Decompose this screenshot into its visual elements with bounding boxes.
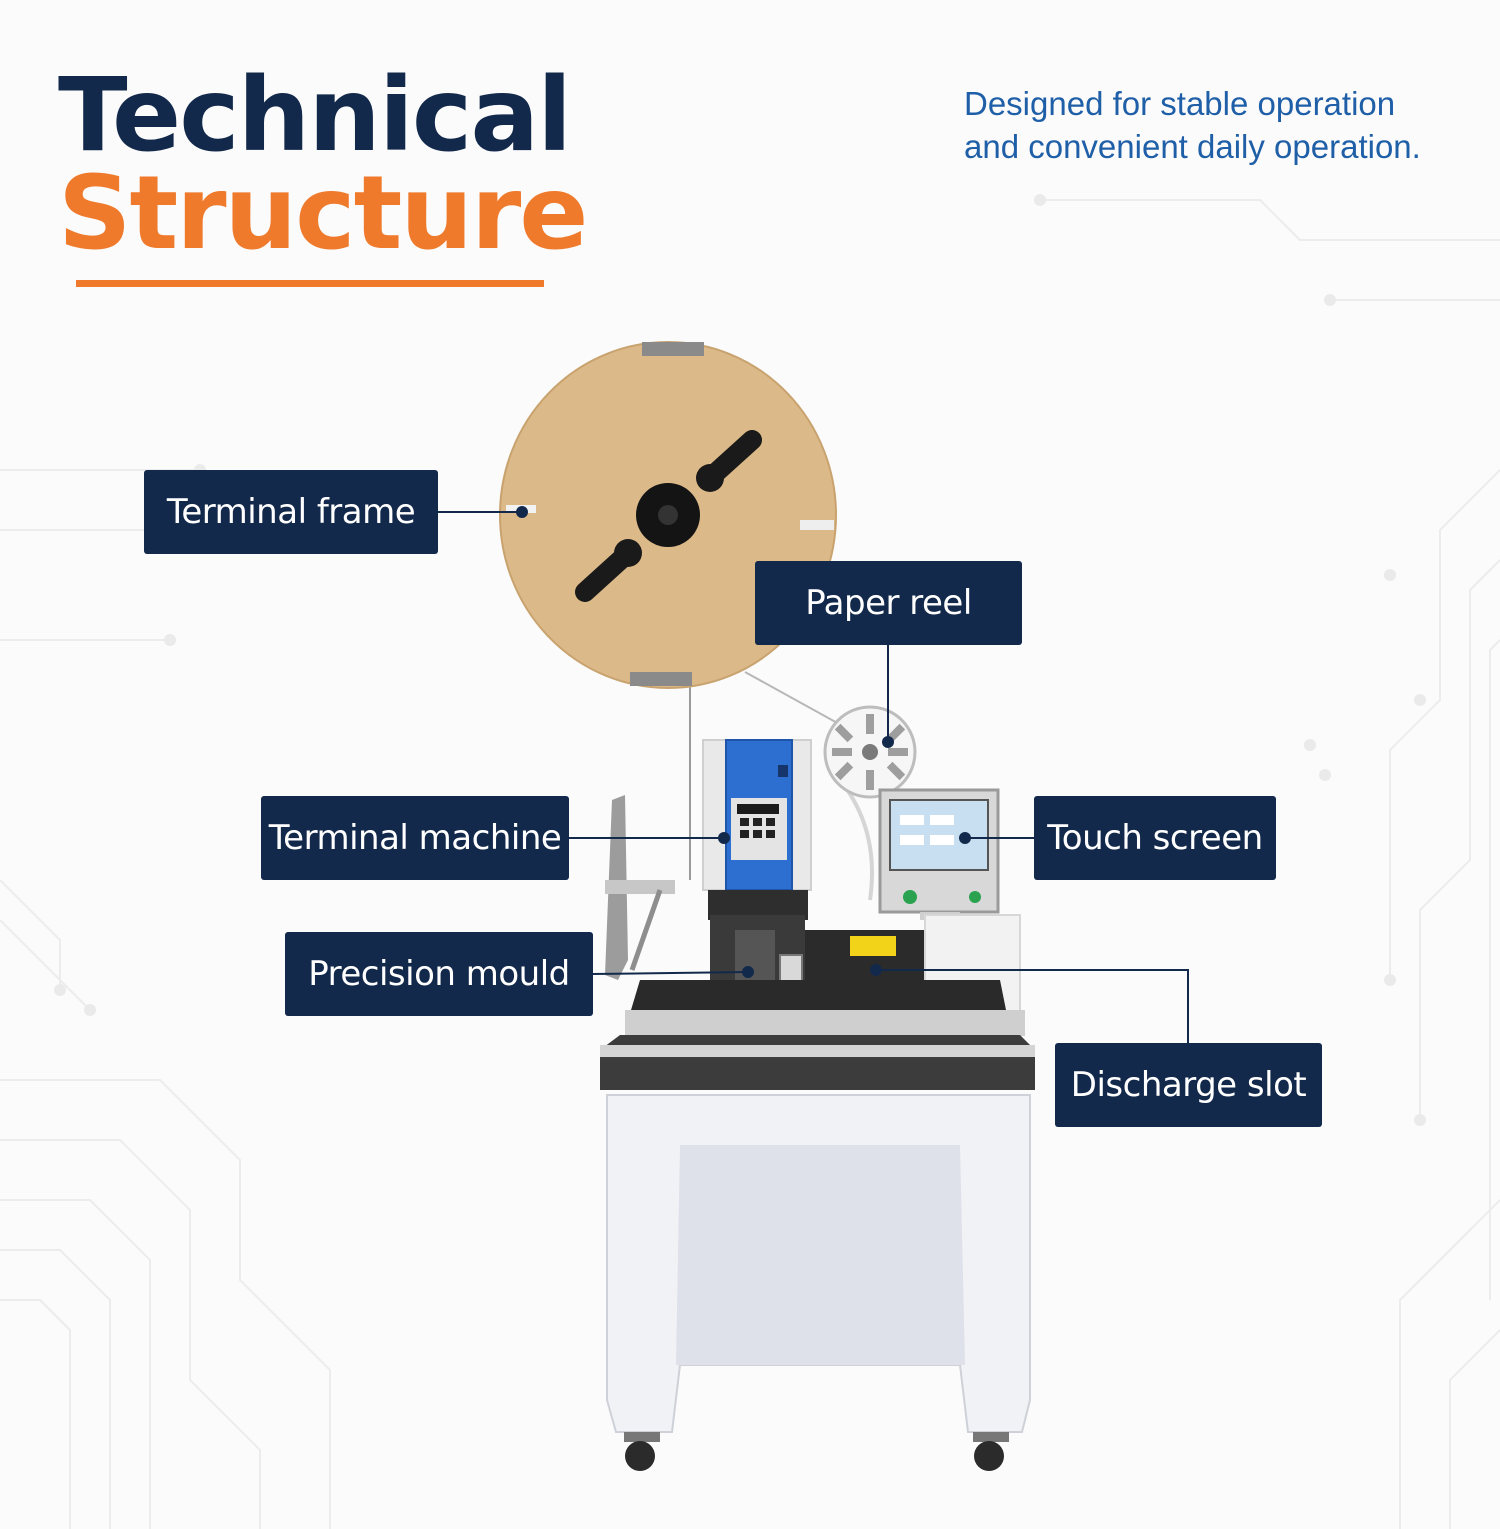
label-paper-reel: Paper reel bbox=[755, 561, 1022, 645]
tagline-line-2: and convenient daily operation. bbox=[964, 128, 1421, 165]
title-technical: Technical bbox=[58, 56, 572, 175]
tagline: Designed for stable operation and conven… bbox=[964, 82, 1421, 168]
label-terminal-machine: Terminal machine bbox=[261, 796, 569, 880]
title-structure: Structure bbox=[58, 154, 588, 273]
label-precision-mould: Precision mould bbox=[285, 932, 593, 1016]
terminal-machine-unit bbox=[702, 739, 812, 920]
label-discharge-slot: Discharge slot bbox=[1055, 1043, 1322, 1127]
title-underline bbox=[76, 280, 544, 287]
touch-screen-panel bbox=[878, 788, 1000, 920]
terminal-frame-reel bbox=[499, 341, 837, 689]
label-touch-screen: Touch screen bbox=[1034, 796, 1276, 880]
label-terminal-frame: Terminal frame bbox=[144, 470, 438, 554]
paper-reel-wheel bbox=[823, 705, 917, 799]
tagline-line-1: Designed for stable operation bbox=[964, 85, 1396, 122]
